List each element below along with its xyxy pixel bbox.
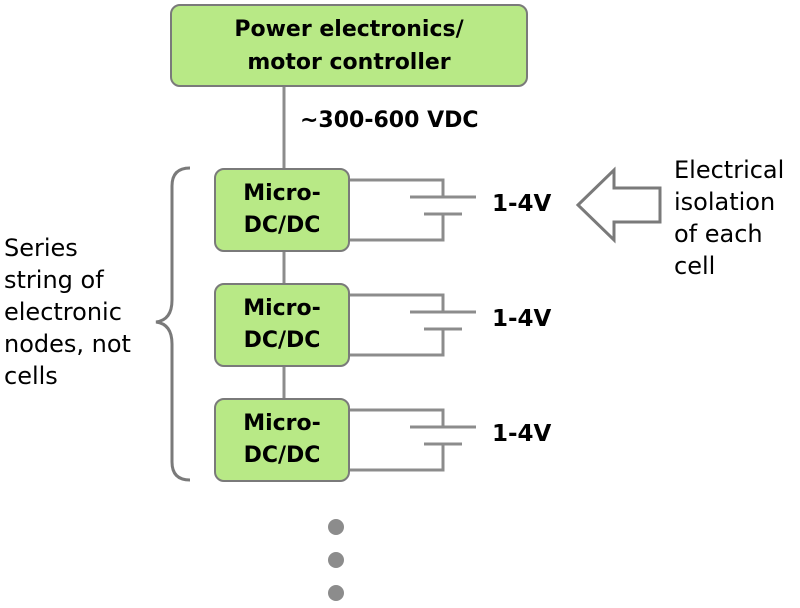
series-label-line: cells <box>4 362 58 390</box>
ellipsis-dot <box>328 552 344 568</box>
node-line-2: DC/DC <box>243 213 321 238</box>
isolation-label-line: Electrical <box>674 156 785 184</box>
bus-voltage-label: ~300-600 VDC <box>300 108 479 133</box>
micro-dcdc-node-1: Micro- DC/DC <box>214 168 350 252</box>
ellipsis-dot <box>328 519 344 535</box>
motor-controller-box: Power electronics/ motor controller <box>170 4 528 87</box>
node-line-1: Micro- <box>243 181 321 206</box>
controller-line-2: motor controller <box>247 49 451 75</box>
series-label-line: nodes, not <box>4 330 131 358</box>
isolation-label-line: isolation <box>674 188 776 216</box>
cell-battery-2 <box>350 293 476 357</box>
cell-battery-1 <box>350 178 476 242</box>
node-line-2: DC/DC <box>243 443 321 468</box>
series-label-line: electronic <box>4 298 122 326</box>
isolation-label-line: of each <box>674 220 763 248</box>
series-string-label: Series string of electronic nodes, not c… <box>4 232 131 392</box>
node-line-1: Micro- <box>243 411 321 436</box>
series-label-line: string of <box>4 266 104 294</box>
isolation-label-line: cell <box>674 252 716 280</box>
cell-battery-3 <box>350 408 476 472</box>
cell-voltage-label-3: 1-4V <box>492 421 552 447</box>
node-line-2: DC/DC <box>243 328 321 353</box>
ellipsis-dot <box>328 585 344 601</box>
isolation-label: Electrical isolation of each cell <box>674 154 784 282</box>
micro-dcdc-node-3: Micro- DC/DC <box>214 398 350 482</box>
series-brace <box>155 166 191 482</box>
isolation-arrow <box>575 166 662 244</box>
node-line-1: Micro- <box>243 296 321 321</box>
cell-voltage-label-1: 1-4V <box>492 191 552 217</box>
series-label-line: Series <box>4 234 78 262</box>
controller-line-1: Power electronics/ <box>234 16 464 42</box>
cell-voltage-label-2: 1-4V <box>492 306 552 332</box>
micro-dcdc-node-2: Micro- DC/DC <box>214 283 350 367</box>
